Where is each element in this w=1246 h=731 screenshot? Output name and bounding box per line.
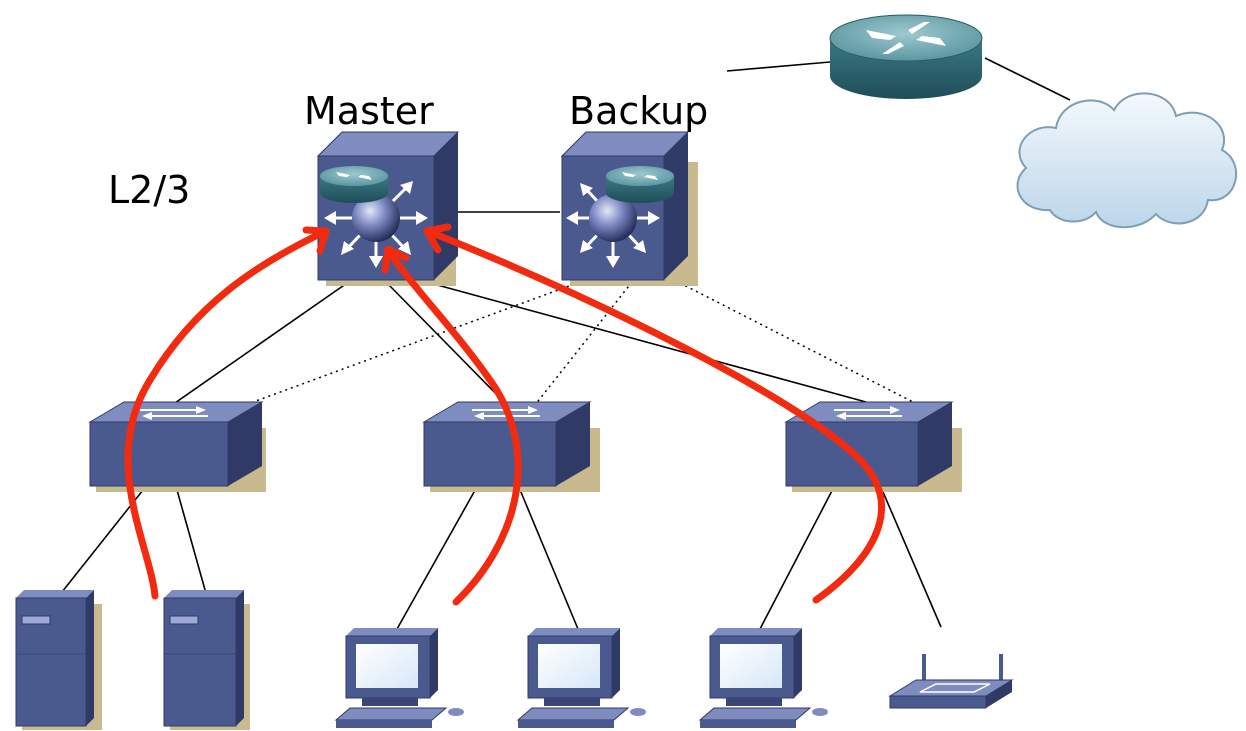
l2-switch-icon: [88, 401, 266, 492]
link-backup-switch1: [244, 281, 581, 406]
workstation-icon: [516, 628, 646, 728]
link-backup-switch3: [679, 282, 916, 404]
link-master-router: [726, 61, 831, 72]
traffic-path-pc1: [384, 246, 522, 606]
router-icon: [829, 14, 983, 99]
link-backup-switch2: [534, 281, 633, 406]
traffic-path-pc3: [426, 228, 885, 604]
layer-label: L2/3: [108, 168, 191, 212]
l3-switch-backup: [560, 131, 698, 286]
backup-label: Backup: [569, 89, 709, 133]
link-master-switch2: [386, 282, 509, 407]
master-label: Master: [304, 89, 434, 133]
link-router-cloud: [984, 57, 1071, 101]
traffic-path-server: [124, 228, 328, 600]
link-switch1-server1: [57, 489, 144, 598]
link-master-switch3: [429, 282, 867, 403]
workstation-icon: [334, 628, 464, 728]
cloud-icon: [1016, 92, 1238, 229]
link-master-switch1: [161, 280, 351, 413]
workstation-icon: [698, 628, 828, 728]
router-icon: [320, 166, 388, 203]
link-switch1-server2: [176, 489, 208, 598]
router-icon: [606, 166, 674, 203]
link-switch2-pc1: [396, 484, 479, 630]
server-icon: [15, 590, 102, 730]
wireless-ap-icon: [888, 654, 1014, 709]
link-switch2-pc2: [517, 484, 579, 630]
access-links: [57, 484, 942, 630]
backup-links: [244, 281, 916, 406]
traffic-arrows: [124, 228, 885, 606]
l2-switch-icon: [784, 401, 962, 492]
links: [161, 57, 1071, 413]
traffic-arrowheads: [302, 223, 452, 274]
server-icon: [163, 590, 250, 730]
link-switch3-pc3: [759, 484, 836, 630]
link-switch3-ap: [879, 484, 942, 628]
l3-switch-master: [316, 131, 460, 286]
